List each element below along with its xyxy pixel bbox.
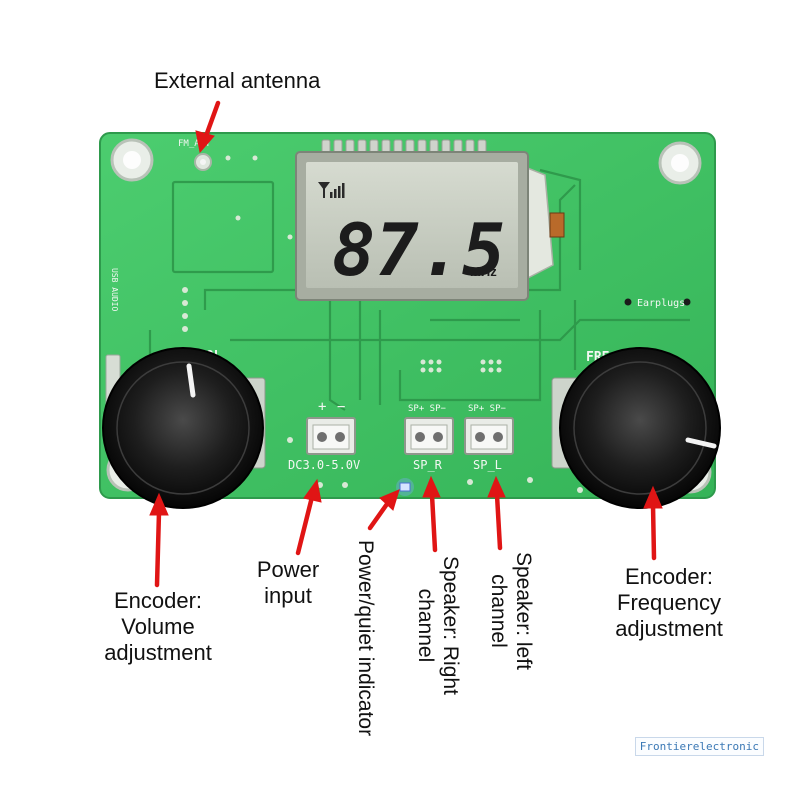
label-speaker-left: Speaker: left channel bbox=[486, 552, 536, 670]
silk-power-plus: + bbox=[318, 399, 326, 415]
silk-power-rating: DC3.0-5.0V bbox=[288, 458, 360, 472]
antenna-pad bbox=[194, 153, 212, 171]
silk-sp-l: SP_L bbox=[473, 458, 502, 472]
label-volume-encoder: Encoder: Volume adjustment bbox=[88, 588, 228, 666]
label-speaker-right-line-2: channel bbox=[414, 588, 437, 663]
label-power-line-1: Power bbox=[256, 557, 320, 582]
silk-power-minus: − bbox=[337, 399, 345, 415]
signal-icon bbox=[318, 182, 345, 198]
volume-knob[interactable] bbox=[102, 347, 264, 509]
label-speaker-right: Speaker: Right channel bbox=[413, 556, 463, 695]
label-power-input: Power input bbox=[243, 557, 333, 609]
speaker-right-connector bbox=[404, 417, 454, 455]
silk-usb-audio: USB AUDIO bbox=[110, 268, 119, 312]
label-volume-line-2: Volume bbox=[121, 614, 195, 639]
silk-earplugs: Earplugs bbox=[637, 298, 685, 309]
earplug-jack bbox=[624, 298, 691, 306]
label-speaker-right-line-1: Speaker: Right bbox=[439, 556, 462, 695]
lcd-frequency: 87.5 bbox=[332, 208, 505, 292]
label-indicator: Power/quiet indicator bbox=[354, 540, 377, 737]
label-frequency-line-3: adjustment bbox=[615, 616, 723, 641]
label-frequency-line-2: Frequency bbox=[617, 590, 721, 615]
label-volume-line-1: Encoder: bbox=[113, 588, 203, 613]
pcb-vias bbox=[182, 155, 583, 493]
silk-fm-ant: FM_ANT bbox=[178, 139, 211, 149]
label-speaker-left-line-2: channel bbox=[487, 574, 510, 648]
lcd-display bbox=[295, 151, 554, 301]
label-speaker-left-line-1: Speaker: left bbox=[512, 552, 535, 670]
silk-sp-r: SP_R bbox=[413, 458, 443, 472]
label-volume-line-3: adjustment bbox=[104, 640, 212, 665]
label-power-line-2: input bbox=[264, 583, 312, 608]
frequency-knob[interactable] bbox=[559, 347, 721, 509]
label-frequency-encoder: Encoder: Frequency adjustment bbox=[594, 564, 744, 642]
smd-component bbox=[549, 212, 565, 238]
silk-sp-right-pins: SP+ SP− bbox=[408, 404, 447, 414]
callout-arrows bbox=[149, 100, 663, 588]
speaker-left-connector bbox=[464, 417, 514, 455]
power-connector bbox=[306, 417, 356, 455]
label-external-antenna: External antenna bbox=[154, 68, 321, 93]
silk-sp-left-pins: SP+ SP− bbox=[468, 404, 507, 414]
label-frequency-line-1: Encoder: bbox=[624, 564, 714, 589]
indicator-led bbox=[396, 478, 414, 496]
watermark: Frontierelectronic bbox=[634, 737, 764, 756]
pcb-traces bbox=[148, 168, 690, 411]
lcd-unit: MHz bbox=[470, 264, 497, 279]
